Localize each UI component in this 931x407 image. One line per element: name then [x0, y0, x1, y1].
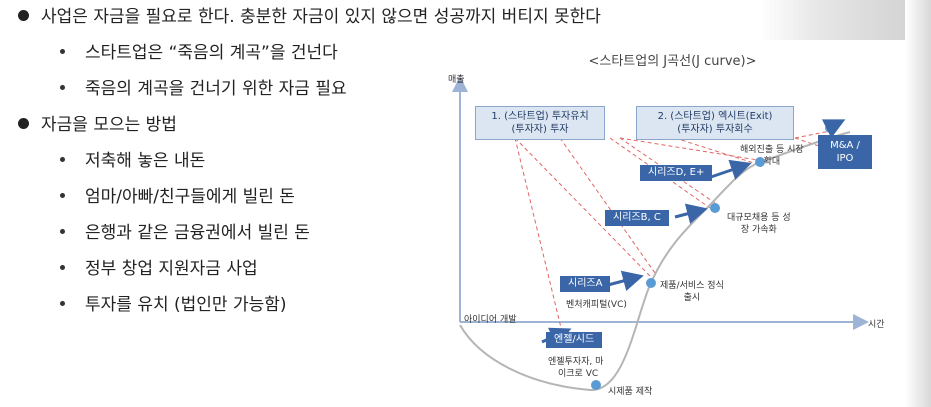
- sub-bullet-dot-icon: [60, 85, 65, 90]
- milestone-dot-global: [755, 157, 765, 167]
- sub-bullet-dot-icon: [60, 157, 65, 162]
- launch-label: 제품/서비스 정식 출시: [660, 281, 724, 303]
- milestone-dot-prototype: [591, 380, 601, 390]
- exit-box: 2. (스타트업) 엑시트(Exit) (투자자) 투자회수: [636, 106, 794, 140]
- prototype-label: 시제품 제작: [608, 387, 653, 397]
- bullet-capital-need: 사업은 자금을 필요로 한다. 충분한 자금이 있지 않으면 성공까지 버티지 …: [18, 6, 601, 28]
- sub-bullet-valley: 스타트업은 “죽음의 계곡”을 건넌다: [60, 42, 338, 64]
- sub-bullet-bank: 은행과 같은 금융권에서 빌린 돈: [60, 222, 310, 244]
- sub-bullet-dot-icon: [60, 49, 65, 54]
- stage-idea-label: 아이디어 개발: [464, 315, 517, 325]
- tag-series-a: 시리즈A: [560, 276, 611, 292]
- sub-bullet-dot-icon: [60, 193, 65, 198]
- sub-bullet-investment: 투자를 유치 (법인만 가능함): [60, 294, 287, 316]
- bullet-dot-icon: [18, 10, 29, 21]
- milestone-dot-launch: [646, 278, 656, 288]
- arrow-series-a: [607, 270, 644, 292]
- diagram-title: <스타트업의 J곡선(J curve)>: [588, 54, 757, 69]
- diagram-graphics: [452, 76, 869, 392]
- j-curve-diagram: <스타트업의 J곡선(J curve)> 매출 시간 1. (스타트업) 투자유…: [440, 40, 905, 407]
- sub-bullet-family: 엄마/아빠/친구들에게 빌린 돈: [60, 186, 295, 208]
- x-axis-label: 시간: [868, 320, 885, 330]
- decorative-header-texture: [760, 0, 931, 40]
- arrow-series-bc: [674, 203, 708, 224]
- milestone-dot-scale: [710, 203, 720, 213]
- sub-bullet-government: 정부 창업 지원자금 사업: [60, 258, 258, 280]
- angel-note: 엔젤투자자, 마 이크로 VC: [548, 357, 604, 379]
- global-label: 해외진출 등 시장 확대: [740, 145, 804, 167]
- tag-angel-seed: 엔젤/시드: [546, 332, 603, 348]
- arrow-exit: [821, 119, 846, 139]
- arrow-series-de: [707, 159, 752, 180]
- sub-bullet-dot-icon: [60, 229, 65, 234]
- investment-box: 1. (스타트업) 투자유치 (투자자) 투자: [475, 106, 605, 140]
- sub-bullet-dot-icon: [60, 301, 65, 306]
- y-axis-label: 매출: [448, 75, 465, 85]
- bullet-dot-icon: [18, 118, 29, 129]
- tag-series-bc: 시리즈B, C: [605, 210, 669, 226]
- decorative-side-texture: [905, 0, 931, 407]
- scale-label: 대규모채용 등 성 장 가속화: [727, 213, 791, 235]
- sub-bullet-savings: 저축해 놓은 내돈: [60, 150, 205, 172]
- sub-bullet-funds: 죽음의 계곡을 건너기 위한 자금 필요: [60, 78, 347, 100]
- tag-series-de: 시리즈D, E+: [640, 165, 713, 181]
- sub-bullet-dot-icon: [60, 265, 65, 270]
- tag-exit: M&A / IPO: [818, 135, 872, 169]
- series-a-note: 벤처캐피털(VC): [566, 300, 627, 310]
- bullet-fundraising: 자금을 모으는 방법: [18, 114, 177, 136]
